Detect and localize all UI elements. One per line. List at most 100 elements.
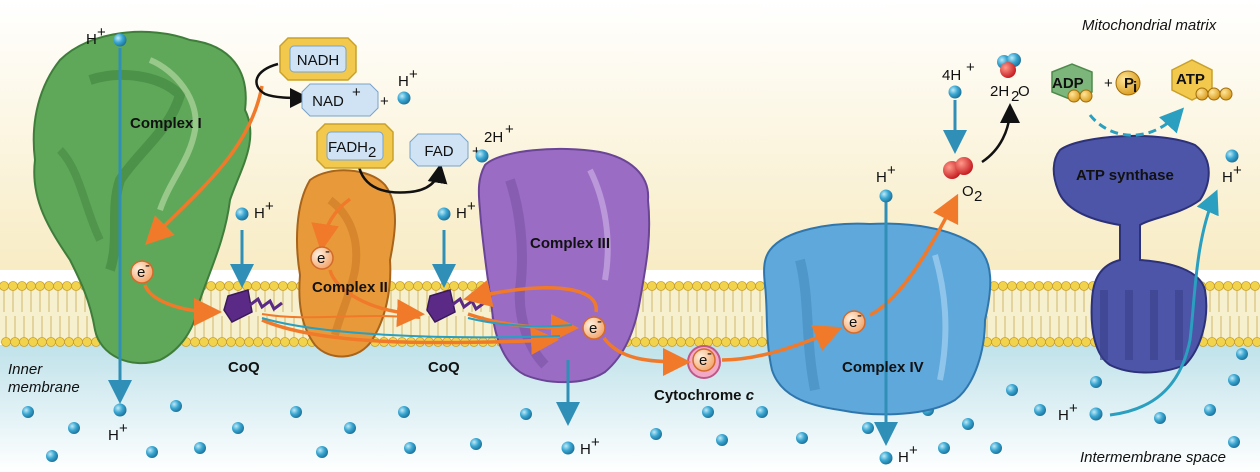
proton-charge: + [265,198,274,215]
lipid-head [702,282,711,291]
lipid-head [288,282,297,291]
lipid-head [200,338,209,347]
lipid-head [713,338,722,347]
proton-symbol: H [456,205,467,222]
nadh-label: NADH [297,52,340,69]
proton-dot [404,442,416,454]
lipid-head [1080,282,1089,291]
proton-charge: + [1069,400,1078,417]
lipid-head [65,338,74,347]
lipid-head [1215,282,1224,291]
lipid-head [281,338,290,347]
lipid-head [677,338,686,347]
matrix-label: Mitochondrial matrix [1082,17,1217,34]
lipid-head [1244,338,1253,347]
coq-right-label: CoQ [428,359,460,376]
lipid-head [450,282,459,291]
lipid-head [1226,338,1235,347]
lipid-head [468,282,477,291]
lipid-head [83,338,92,347]
proton-dot [170,400,182,412]
lipid-head [1053,282,1062,291]
lipid-head [1064,338,1073,347]
lipid-head [729,282,738,291]
lipid-head [1017,282,1026,291]
proton-symbol: H [108,427,119,444]
o2-sub: 2 [974,188,982,205]
lipid-head [738,282,747,291]
lipid-head [648,282,657,291]
proton-charge: + [591,434,600,451]
proton-dot [962,418,974,430]
lipid-head [423,282,432,291]
lipid-head [1035,282,1044,291]
lipid-head [477,282,486,291]
proton-marker [476,150,489,163]
lipid-head [45,282,54,291]
lipid-head [27,282,36,291]
two-h-label: 2H [484,129,503,146]
proton-dot [1228,436,1240,448]
proton-symbol: H [898,449,909,466]
cytochrome-word: Cytochrome [654,387,746,404]
lipid-head [657,282,666,291]
adp-label: ADP [1052,75,1084,92]
lipid-head [216,282,225,291]
complex-iii [479,149,649,382]
complex-iv [764,224,990,415]
adp-plus: + [1104,75,1113,92]
lipid-head [1251,282,1260,291]
proton-dot [1090,376,1102,388]
proton-symbol: H [580,441,591,458]
proton-dot [990,442,1002,454]
proton-dot [938,442,950,454]
lipid-head [1224,282,1233,291]
lipid-head [659,338,668,347]
lipid-head [1073,338,1082,347]
lipid-head [668,338,677,347]
proton-dot [398,406,410,418]
lipid-head [1233,282,1242,291]
proton-charge: + [1233,162,1242,179]
lipid-head [252,282,261,291]
lipid-head [1217,338,1226,347]
proton-dot [756,406,768,418]
lipid-head [56,338,65,347]
proton-dot [344,422,356,434]
lipid-head [1242,282,1251,291]
fad-badge: FAD [410,134,468,166]
lipid-head [1055,338,1064,347]
lipid-head [641,338,650,347]
pi-group: P i [1116,71,1140,96]
proton-symbol: H [86,31,97,48]
lipid-head [720,282,729,291]
lipid-head [261,282,270,291]
lipid-head [722,338,731,347]
lipid-head [72,282,81,291]
lipid-head [432,282,441,291]
lipid-head [992,338,1001,347]
lipid-head [1001,338,1010,347]
lipid-head [74,338,83,347]
proton-marker [438,208,451,221]
lipid-head [2,338,11,347]
lipid-head [1010,338,1019,347]
lipid-head [47,338,56,347]
proton-dot [1228,374,1240,386]
lipid-head [218,338,227,347]
inner-membrane-label-1: Inner [8,361,43,378]
proton-symbol: H [1058,407,1069,424]
lipid-head [279,282,288,291]
lipid-head [225,282,234,291]
four-h-sup: + [966,59,975,76]
fadh2-badge: FADH 2 [317,124,393,168]
fadh-label: FADH [328,139,368,156]
proton-charge: + [409,66,418,83]
lipid-head [396,282,405,291]
lipid-head [711,282,720,291]
lipid-head [749,338,758,347]
nad-charge: + [352,84,361,101]
proton-dot [194,442,206,454]
